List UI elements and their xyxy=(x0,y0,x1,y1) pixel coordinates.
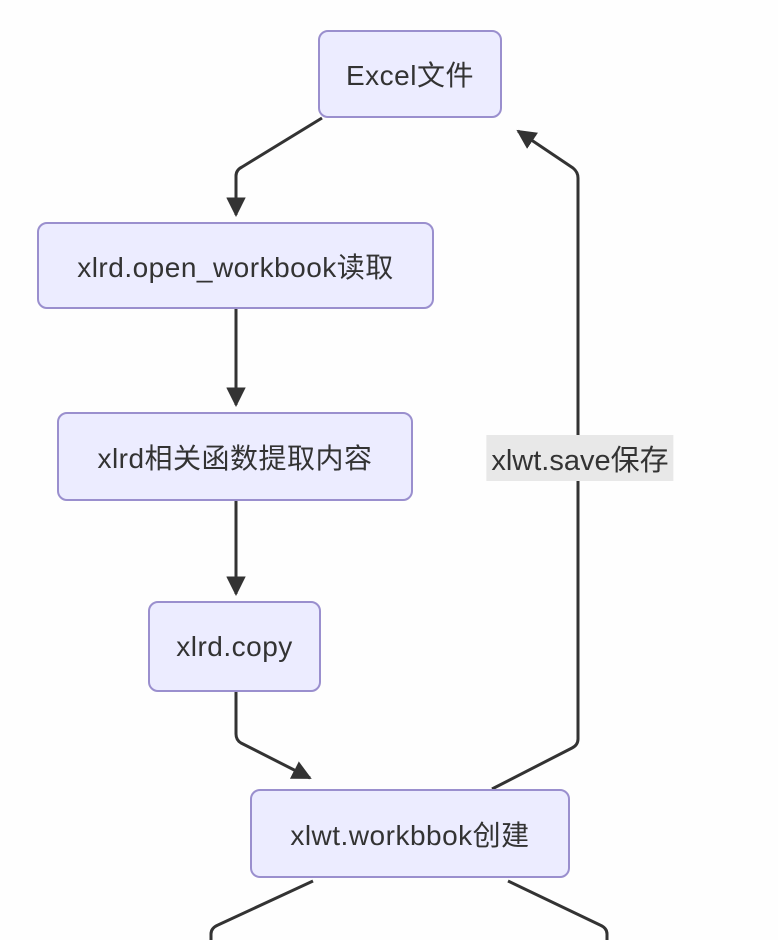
node-excel-file: Excel文件 xyxy=(318,30,502,118)
edge-label-save: xlwt.save保存 xyxy=(486,435,674,481)
edge-create-branch-right xyxy=(507,879,609,940)
edge-create-branch-left xyxy=(209,879,314,940)
node-xlrd-copy: xlrd.copy xyxy=(148,601,321,692)
edge-excel-to-open xyxy=(226,116,323,217)
node-open-workbook: xlrd.open_workbook读取 xyxy=(37,222,434,309)
edge-copy-to-create xyxy=(234,692,312,780)
node-workbook-create: xlwt.workbbok创建 xyxy=(250,789,570,878)
node-extract-content: xlrd相关函数提取内容 xyxy=(57,412,413,501)
